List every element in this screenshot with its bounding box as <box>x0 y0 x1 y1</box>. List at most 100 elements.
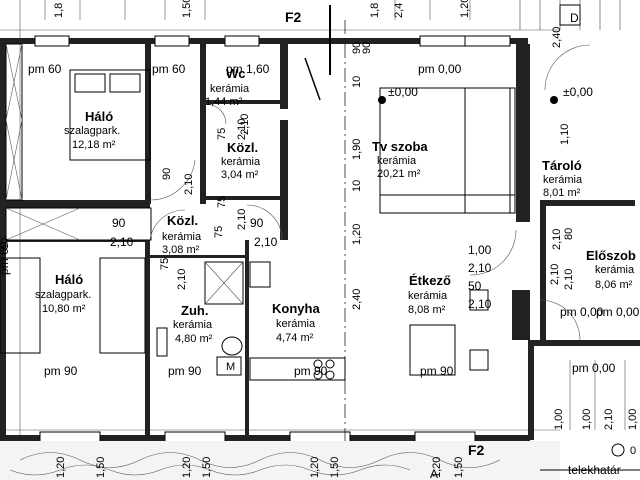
room-material: kerámia <box>276 318 316 330</box>
room-kozl-mid: Közl. kerámia 3,08 m² <box>162 213 202 256</box>
level-label: pm 90 <box>44 364 78 378</box>
wardrobes <box>5 43 152 241</box>
room-zuh: Zuh. kerámia 4,80 m² <box>173 303 213 345</box>
room-area: 20,21 m² <box>377 168 421 180</box>
level-label: pm 0,00 <box>418 62 462 76</box>
room-name: Előszob <box>586 248 636 263</box>
room-material: kerámia <box>408 290 448 302</box>
dim-label: 2,10 <box>254 235 278 249</box>
room-konyha: Konyha kerámia 4,74 m² <box>272 301 320 344</box>
mark-label: A <box>430 467 438 480</box>
elevation-label: ±0,00 <box>388 85 418 99</box>
dim-label: 75 <box>216 128 228 140</box>
room-material: szalagpark. <box>35 289 91 301</box>
bottom-dimensions: 1,20 1,50 1,20 1,50 1,20 1,50 1,20 1,50 … <box>55 409 639 478</box>
shower-tray <box>204 261 244 305</box>
dim-label: 90 <box>361 42 373 54</box>
dim-label: 2,10 <box>110 235 134 249</box>
level-label: pm 90 <box>420 364 454 378</box>
dim-label: 1,20 <box>55 457 67 478</box>
dim-label: 1,90 <box>351 139 363 160</box>
room-tv: Tv szoba kerámia 20,21 m² <box>372 139 428 180</box>
room-area: 4,74 m² <box>276 332 314 344</box>
dim-label: 1,20 <box>351 224 363 245</box>
dim-label: 75 <box>159 258 171 270</box>
room-area: 8,01 m² <box>543 187 581 199</box>
section-line-f2 <box>304 5 346 470</box>
dim-label: 1,00 <box>581 409 593 430</box>
dim-label: 2,10 <box>551 229 563 250</box>
dim-label: 2,10 <box>183 174 195 195</box>
dim-label: 90 <box>250 216 264 230</box>
room-name: Háló <box>85 109 113 124</box>
dim-label: 1,00 <box>468 243 492 257</box>
room-material: kerámia <box>210 83 250 95</box>
level-label: pm 90 <box>294 364 328 378</box>
dim-label: 80 <box>563 228 575 240</box>
dim-label: 1,50 <box>329 457 341 478</box>
door-label: D <box>570 11 579 25</box>
elevation-label: ±0,00 <box>563 85 593 99</box>
dim-label: 90 <box>351 42 363 54</box>
room-area: 3,04 m² <box>221 169 259 181</box>
section-mark-bottom: F2 <box>468 442 485 458</box>
room-area: 12,18 m² <box>72 139 116 151</box>
dim-label: 1,8 <box>369 3 381 18</box>
dim-label: 1,00 <box>553 409 565 430</box>
section-mark-top: F2 <box>285 9 302 25</box>
room-kozl-top: Közl. kerámia 3,04 m² <box>221 140 261 181</box>
room-area: 8,08 m² <box>408 304 446 316</box>
room-area: 3,08 m² <box>162 244 200 256</box>
level-label: pm 60 <box>28 62 62 76</box>
dim-label: 1,8 <box>53 3 65 18</box>
room-material: kerámia <box>162 231 202 243</box>
room-halo-top: Háló szalagpark. 12,18 m² <box>64 109 120 151</box>
sofa <box>379 87 516 214</box>
interior-walls <box>0 44 546 435</box>
level-label: pm 0,00 <box>596 305 640 319</box>
dining-table <box>409 289 489 376</box>
dim-label: 10 <box>351 76 363 88</box>
horizontal-dimensions: 90 2,10 90 2,10 1,00 2,10 50 2,10 <box>110 216 492 311</box>
dim-label: 75 <box>213 226 225 238</box>
room-wc: Wc kerámia 1,44 m² <box>205 66 250 108</box>
dim-label: 1,20 <box>431 457 443 478</box>
sink-icon <box>156 327 168 357</box>
dim-label: 2,10 <box>563 269 575 290</box>
level-label: pm 0,00 <box>572 361 616 375</box>
room-name: Háló <box>55 272 83 287</box>
elevation-markers <box>378 96 625 457</box>
room-name: Tároló <box>542 158 582 173</box>
room-etkezo: Étkező kerámia 8,08 m² <box>408 273 451 316</box>
room-name: Konyha <box>272 301 320 316</box>
room-name: Közl. <box>227 140 258 155</box>
room-name: Tv szoba <box>372 139 428 154</box>
dim-label: 1,00 <box>627 409 639 430</box>
dim-label: 1,50 <box>201 457 213 478</box>
room-material: szalagpark. <box>64 125 120 137</box>
mark-label: 0 <box>630 445 636 457</box>
level-label: pm 90 <box>168 364 202 378</box>
vertical-dimensions: 90 10 1,90 10 1,20 2,40 75 2,10 90 2,10 … <box>0 42 575 310</box>
dim-label: 90 <box>112 216 126 230</box>
landscaping <box>0 441 640 480</box>
dim-label: 1,10 <box>559 124 571 145</box>
exterior-walls <box>0 38 640 441</box>
top-dimensions: 1,8 1,50 1,8 2,4 1,20 2,40 <box>53 0 563 48</box>
room-eloszoba: Előszob kerámia 8,06 m² <box>586 248 636 291</box>
dim-label: 75 <box>216 196 228 208</box>
dim-label: 2,10 <box>239 114 251 135</box>
dim-label: 1,50 <box>453 457 465 478</box>
dim-label: 90 <box>161 168 173 180</box>
dim-label: 1,50 <box>181 0 193 18</box>
dim-label: 60 <box>0 238 11 250</box>
level-label: pm 60 <box>152 62 186 76</box>
dim-label: 2,40 <box>351 289 363 310</box>
dim-label: 1,50 <box>95 457 107 478</box>
room-area: 1,44 m² <box>205 96 243 108</box>
level-label: pm 1,60 <box>226 62 270 76</box>
dim-label: 2,10 <box>236 119 248 140</box>
dim-label: 2,10 <box>176 269 188 290</box>
washing-machine-icon <box>216 356 242 376</box>
